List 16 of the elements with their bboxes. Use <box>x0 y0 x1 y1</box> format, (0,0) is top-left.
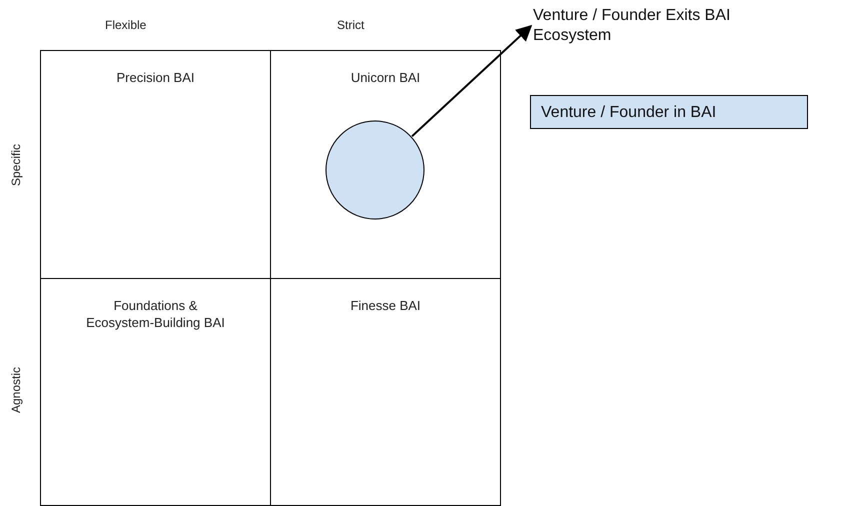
axis-label: Agnostic <box>9 366 24 414</box>
axis-label: Strict <box>337 18 364 32</box>
quadrant-title: Finesse BAI <box>349 297 422 314</box>
quadrant-cell <box>270 278 501 506</box>
bubble-circle <box>325 120 425 220</box>
quadrant-title: Precision BAI <box>115 69 196 86</box>
quadrant-title: Foundations & Ecosystem-Building BAI <box>85 297 226 331</box>
arrow <box>411 24 532 138</box>
quadrant-cell <box>40 50 271 279</box>
quadrant-cell <box>270 50 501 279</box>
callout-text: Venture / Founder Exits BAI Ecosystem <box>533 6 803 46</box>
axis-label: Flexible <box>105 18 146 32</box>
axis-label: Specific <box>9 144 24 186</box>
legend-label: Venture / Founder in BAI <box>541 104 716 122</box>
quadrant-title: Unicorn BAI <box>350 69 422 86</box>
quadrant-cell <box>40 278 271 506</box>
